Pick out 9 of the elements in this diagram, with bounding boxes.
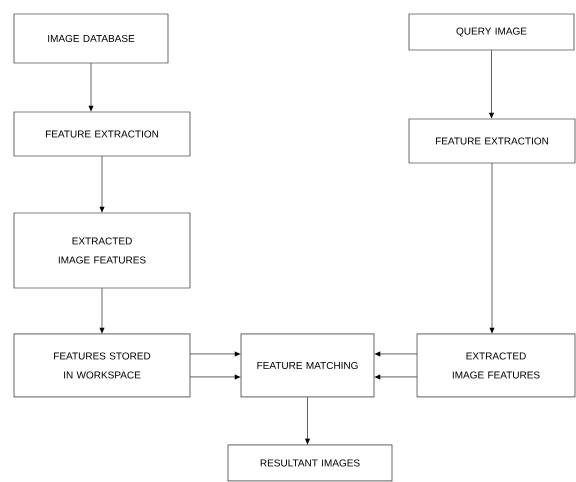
process-box: FEATURE EXTRACTION: [14, 112, 190, 156]
process-box: FEATURE EXTRACTION: [408, 118, 576, 164]
process-box: FEATURES STORED IN WORKSPACE: [14, 334, 190, 398]
process-box: IMAGE DATABASE: [14, 14, 168, 64]
process-box: EXTRACTED IMAGE FEATURES: [14, 212, 190, 288]
process-box: RESULTANT IMAGES: [228, 444, 392, 482]
process-box: QUERY IMAGE: [408, 14, 574, 50]
process-box: EXTRACTED IMAGE FEATURES: [416, 334, 576, 398]
process-box: FEATURE MATCHING: [240, 334, 374, 398]
